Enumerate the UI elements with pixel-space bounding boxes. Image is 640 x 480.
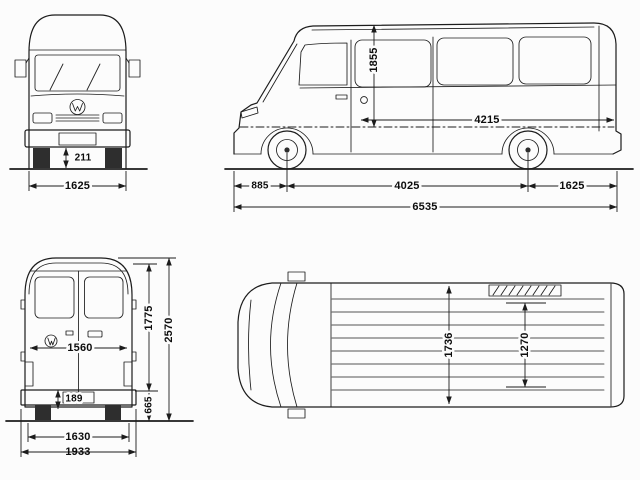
license-plate — [58, 132, 97, 146]
rear-window-right — [84, 276, 124, 319]
hood-front-arc — [248, 299, 252, 391]
grille-slats — [55, 114, 100, 122]
roof-front-arc — [287, 282, 298, 408]
mirror-left — [14, 59, 27, 78]
front-dimensions: 211 1625 — [28, 147, 127, 195]
roof-inner-line — [311, 26, 595, 31]
side-dimensions: 1855 4215 885 4025 1625 6535 — [233, 24, 618, 216]
body-window-3 — [518, 36, 592, 85]
rear-dimensions: 1560 189 1775 2570 665 1630 1933 — [20, 257, 178, 458]
top-view: 1736 1270 — [237, 271, 625, 419]
wiper-right — [86, 63, 101, 91]
belt-line — [299, 84, 617, 89]
dim-track-width: 1630 — [65, 431, 90, 443]
hood-line — [30, 93, 125, 97]
side-headlight — [240, 106, 259, 119]
hinge-left-top — [20, 299, 26, 310]
side-view: 1855 4215 885 4025 1625 6535 — [224, 22, 634, 216]
hinge-left-bottom — [20, 351, 26, 362]
taillight-left — [24, 361, 34, 387]
vw-emblem — [69, 99, 86, 115]
roof-vent-hatching — [492, 285, 556, 296]
dim-overall-length: 6535 — [412, 201, 437, 213]
front-wheel-hub — [284, 147, 290, 153]
dim-door-opening-height: 1775 — [143, 305, 155, 330]
dim-step-height: 189 — [65, 394, 83, 405]
vw-emblem-mark — [72, 103, 83, 112]
rear-view: 1560 189 1775 2570 665 1630 1933 — [5, 257, 194, 458]
taillight-right — [123, 361, 133, 387]
front-wheel-left — [33, 148, 50, 168]
dim-ext-side — [233, 153, 618, 212]
rear-wheel-left — [35, 405, 51, 420]
dim-interior-height: 1855 — [368, 47, 380, 72]
top-mirror-top — [287, 271, 306, 282]
top-mirror-bottom — [287, 408, 306, 419]
top-dimensions: 1736 1270 — [441, 285, 546, 405]
windshield-arc — [270, 282, 282, 408]
rear-window-left — [34, 276, 75, 319]
front-body-outline — [28, 14, 127, 170]
front-bumper — [24, 129, 131, 148]
dim-door-opening-width: 1560 — [67, 342, 92, 354]
top-body-outline — [237, 282, 625, 408]
dim-ext-1933 — [20, 409, 137, 457]
dim-overall-width: 1933 — [65, 446, 90, 458]
rear-wheel-arch — [501, 127, 555, 155]
headlight-left — [32, 112, 53, 124]
dim-load-sill-height: 665 — [144, 396, 155, 414]
rear-bumper — [20, 389, 137, 406]
rear-vw-emblem — [44, 334, 58, 348]
headlight-right — [102, 112, 123, 124]
dim-load-length: 4215 — [474, 114, 499, 126]
rear-wheel-right — [105, 405, 121, 420]
roof-ribs — [331, 298, 605, 391]
dim-front-overhang: 885 — [251, 181, 269, 192]
mirror-right-arm — [125, 57, 130, 64]
dim-ground-clearance: 211 — [75, 153, 92, 164]
body-window-2 — [436, 37, 514, 86]
door-handle — [335, 94, 348, 100]
dim-interior-width: 1736 — [443, 332, 455, 357]
cab-door-window — [298, 42, 348, 86]
license-lamp — [87, 330, 103, 338]
rear-body-outline — [24, 257, 133, 408]
dim-width-between-arches: 1270 — [519, 332, 531, 357]
front-wheel-arch — [260, 127, 314, 155]
dim-overall-height: 2570 — [163, 317, 175, 342]
body-window-1 — [354, 39, 432, 88]
dim-front-width: 1625 — [65, 180, 90, 192]
dim-rear-overhang: 1625 — [559, 180, 584, 192]
mirror-left-arm — [25, 57, 30, 64]
front-wheel-right — [105, 148, 122, 168]
fuel-cap — [360, 96, 368, 104]
roof-vent — [488, 284, 562, 297]
rear-plate — [62, 391, 95, 404]
rear-wheel-hub — [525, 147, 531, 153]
rear-vw-emblem-mark — [47, 337, 56, 346]
wiper-left — [49, 63, 64, 91]
side-body-outline — [233, 22, 622, 155]
rear-door-handle — [65, 330, 74, 336]
hinge-right-bottom — [131, 351, 137, 362]
dim-wheelbase: 4025 — [394, 180, 419, 192]
windshield — [34, 54, 121, 92]
mirror-right — [128, 59, 141, 78]
a-pillar-line — [262, 43, 298, 103]
front-view: 211 1625 — [9, 14, 148, 195]
rear-roof-inner — [28, 262, 129, 295]
hinge-right-top — [131, 299, 137, 310]
